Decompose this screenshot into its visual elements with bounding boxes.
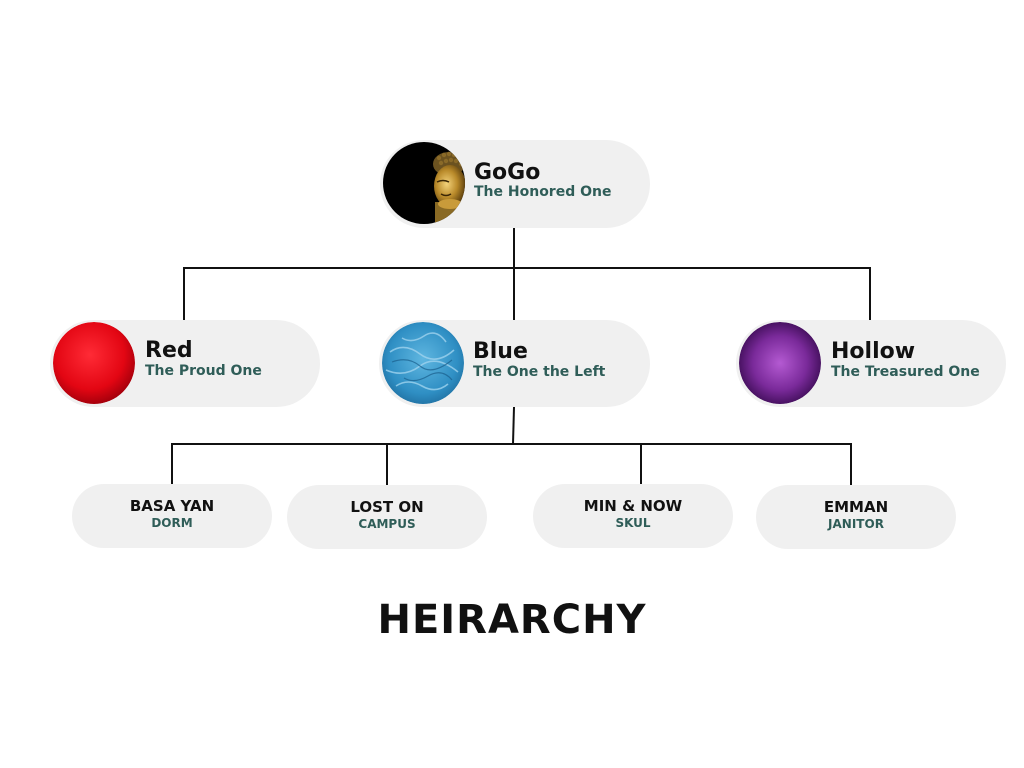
node-role: The Treasured One bbox=[831, 364, 980, 380]
leaf-name: BASA YAN bbox=[129, 497, 215, 515]
purple-orb-icon bbox=[739, 322, 821, 404]
node-red: Red The Proud One bbox=[50, 320, 320, 407]
leaf-subtitle: SKUL bbox=[615, 516, 651, 530]
blue-marble-orb-icon bbox=[382, 322, 464, 404]
leaf-subtitle: JANITOR bbox=[828, 517, 884, 531]
connector-blue-down bbox=[512, 406, 515, 445]
leaf-name: EMMAN bbox=[823, 498, 889, 516]
node-role: The Honored One bbox=[474, 184, 612, 200]
node-hollow: Hollow The Treasured One bbox=[736, 320, 1006, 407]
node-name: GoGo bbox=[474, 160, 541, 185]
node-name: Red bbox=[145, 338, 193, 363]
node-blue: Blue The One the Left bbox=[379, 320, 650, 407]
red-orb-icon bbox=[53, 322, 135, 404]
leaf-subtitle: DORM bbox=[151, 516, 193, 530]
leaf-emman: EMMAN JANITOR bbox=[756, 485, 956, 549]
node-role: The One the Left bbox=[473, 364, 606, 380]
leaf-min-now: MIN & NOW SKUL bbox=[533, 484, 733, 548]
leaf-name: LOST ON bbox=[350, 498, 424, 516]
leaf-name: MIN & NOW bbox=[583, 497, 683, 515]
leaf-basa-yan: BASA YAN DORM bbox=[72, 484, 272, 548]
leaf-subtitle: CAMPUS bbox=[358, 517, 416, 531]
diagram-title: HEIRARCHY bbox=[377, 597, 647, 643]
leaf-lost-on: LOST ON CAMPUS bbox=[287, 485, 487, 549]
node-gogo: GoGo The Honored One bbox=[380, 140, 650, 228]
node-name: Hollow bbox=[831, 339, 916, 364]
golden-buddha-head-icon bbox=[383, 142, 465, 224]
node-name: Blue bbox=[473, 339, 528, 364]
node-role: The Proud One bbox=[145, 363, 262, 379]
